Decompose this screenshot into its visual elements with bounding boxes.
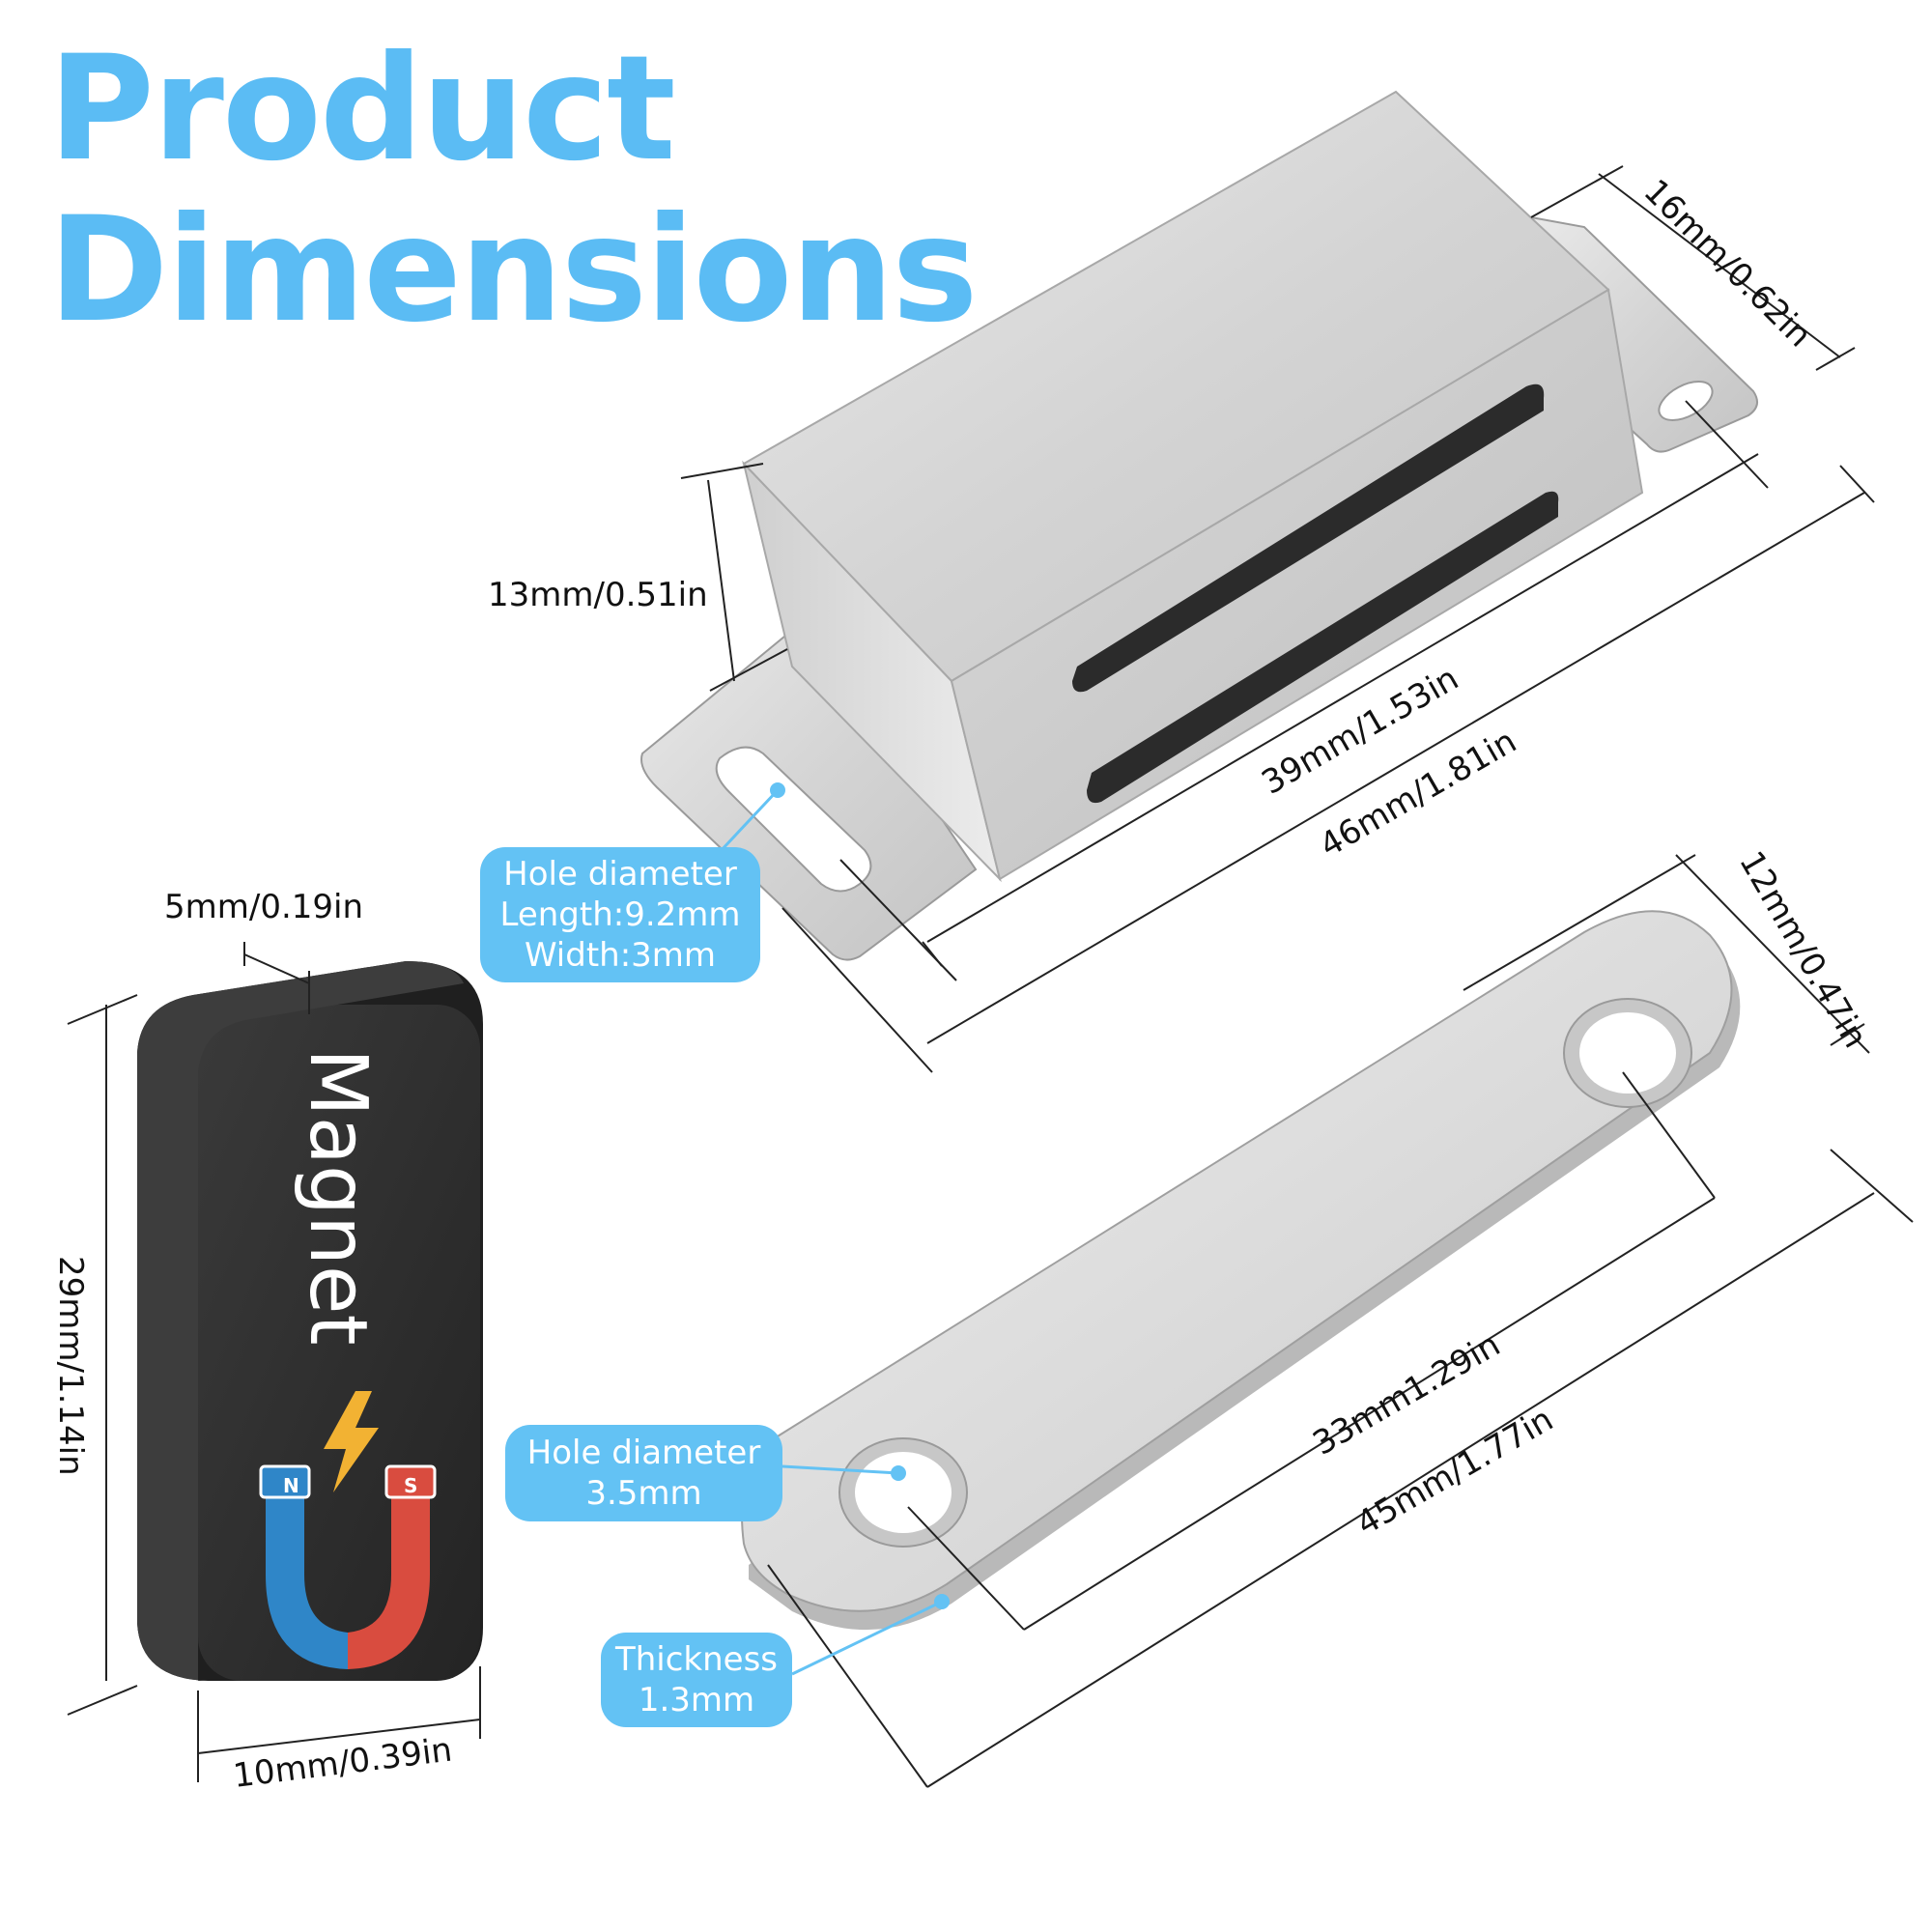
plate-hole-callout-line-2: 3.5mm: [585, 1474, 702, 1513]
title-line-2: Dimensions: [48, 186, 979, 355]
plate-width-label: 12mm/0.47in: [1731, 845, 1874, 1055]
hole-callout-line-3: Width:3mm: [524, 936, 717, 975]
hole-callout-line-1: Hole diameter: [503, 855, 737, 894]
catch-dimension-lines: [680, 165, 1875, 1073]
magnet-height-label: 29mm/1.14in: [51, 1256, 90, 1476]
magnetic-catch: [640, 90, 1758, 961]
thickness-callout: Thickness 1.3mm: [601, 1633, 792, 1727]
magnet-width-label: 10mm/0.39in: [231, 1730, 454, 1795]
north-pole-label: N: [283, 1474, 299, 1497]
plate-hole-callout-line-1: Hole diameter: [526, 1434, 761, 1472]
magnet-label: Magnet: [292, 1048, 384, 1346]
plate-dimension-lines: [767, 854, 1914, 1788]
catch-height-label: 13mm/0.51in: [488, 576, 708, 614]
title-line-1: Product: [48, 25, 676, 193]
south-pole-label: S: [404, 1474, 417, 1497]
magnet-dimension-lines: [67, 942, 481, 1782]
thickness-callout-line-2: 1.3mm: [638, 1681, 755, 1719]
plate-hole-diameter-callout: Hole diameter 3.5mm: [505, 1425, 782, 1521]
magnet-thickness-label: 5mm/0.19in: [164, 888, 363, 926]
strike-plate: [741, 910, 1741, 1631]
lightning-icon: [324, 1391, 379, 1492]
thickness-callout-line-1: Thickness: [614, 1640, 779, 1679]
horseshoe-magnet-icon: [259, 1464, 437, 1669]
hole-callout-line-2: Length:9.2mm: [499, 895, 741, 934]
hole-diameter-callout: Hole diameter Length:9.2mm Width:3mm: [480, 847, 760, 982]
